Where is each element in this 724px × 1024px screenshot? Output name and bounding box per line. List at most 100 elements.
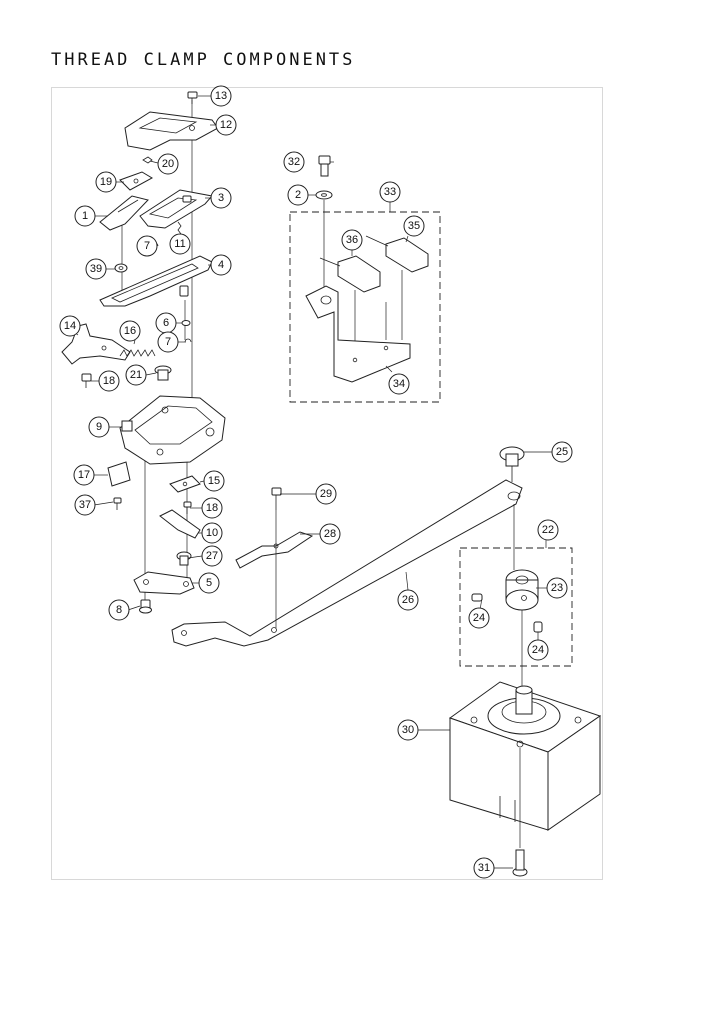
callout-24-left-label: 24	[473, 612, 485, 624]
part-1-thread-clamp	[99, 195, 149, 231]
callout-33: 33	[379, 181, 401, 203]
callout-26: 26	[397, 589, 419, 611]
part-28-bracket	[235, 531, 314, 569]
callout-12: 12	[215, 114, 237, 136]
callout-8-label: 8	[116, 604, 122, 616]
callout-37-label: 37	[79, 499, 91, 511]
callout-14-label: 14	[64, 320, 76, 332]
part-32-screw	[318, 155, 331, 177]
callout-4-label: 4	[218, 259, 224, 271]
callout-6-label: 6	[163, 317, 169, 329]
callout-39-label: 39	[90, 263, 102, 275]
part-24-set-screw-bottom	[533, 621, 543, 633]
callout-7-upper-label: 7	[144, 240, 150, 252]
part-27-screw	[176, 551, 192, 566]
callout-35: 35	[403, 215, 425, 237]
callout-18-upper-label: 18	[103, 375, 115, 387]
callout-28: 28	[319, 523, 341, 545]
callout-3: 3	[210, 187, 232, 209]
part-6-washer	[181, 320, 191, 326]
part-20-clip	[142, 156, 153, 164]
callout-36: 36	[341, 229, 363, 251]
callout-31-label: 31	[478, 862, 490, 874]
callout-26-label: 26	[402, 594, 414, 606]
callout-23: 23	[546, 577, 568, 599]
callout-33-label: 33	[384, 186, 396, 198]
part-16-spring	[119, 349, 156, 357]
callout-24-bottom-label: 24	[532, 644, 544, 656]
callout-9-label: 9	[96, 421, 102, 433]
callout-20: 20	[157, 153, 179, 175]
callout-18-lower: 18	[201, 497, 223, 519]
callout-16-label: 16	[124, 325, 136, 337]
callout-32: 32	[283, 151, 305, 173]
diagram-frame	[51, 87, 603, 880]
callout-34: 34	[388, 373, 410, 395]
part-12-cover-plate	[124, 111, 219, 151]
callout-37: 37	[74, 494, 96, 516]
part-7-e-ring-lower	[184, 338, 192, 343]
part-22-coupling-group	[459, 540, 573, 667]
callout-32-label: 32	[288, 156, 300, 168]
callout-14: 14	[59, 315, 81, 337]
callout-17: 17	[73, 464, 95, 486]
callout-35-label: 35	[408, 220, 420, 232]
callout-36-label: 36	[346, 234, 358, 246]
callout-19: 19	[95, 171, 117, 193]
callout-24-left: 24	[468, 607, 490, 629]
part-37-screw	[113, 497, 122, 510]
part-31-screw	[512, 849, 528, 877]
part-17-block	[107, 461, 131, 487]
part-15-plate	[169, 475, 201, 493]
part-26-connecting-rod	[171, 479, 523, 647]
callout-15: 15	[203, 470, 225, 492]
callout-1: 1	[74, 205, 96, 227]
callout-3-label: 3	[218, 192, 224, 204]
callout-7-lower-label: 7	[165, 336, 171, 348]
part-24-set-screw-left	[471, 593, 483, 602]
callout-10-label: 10	[206, 527, 218, 539]
callout-16: 16	[119, 320, 141, 342]
callout-13: 13	[210, 85, 232, 107]
callout-2-label: 2	[295, 189, 301, 201]
callout-5: 5	[198, 572, 220, 594]
callout-25-label: 25	[556, 446, 568, 458]
part-3-clamp-plate	[139, 189, 213, 229]
callout-25: 25	[551, 441, 573, 463]
callout-28-label: 28	[324, 528, 336, 540]
callout-27: 27	[201, 545, 223, 567]
part-9-base-body	[119, 395, 226, 465]
callout-15-label: 15	[208, 475, 220, 487]
part-10-link	[159, 509, 201, 539]
callout-10: 10	[201, 522, 223, 544]
part-25-screw	[499, 446, 525, 482]
part-8-screw	[139, 599, 152, 614]
part-23-coupling	[505, 569, 539, 611]
callout-18-upper: 18	[98, 370, 120, 392]
callout-24-bottom: 24	[527, 639, 549, 661]
callout-27-label: 27	[206, 550, 218, 562]
callout-11: 11	[169, 233, 191, 255]
page-title: THREAD CLAMP COMPONENTS	[51, 50, 356, 70]
part-35-sensor	[365, 235, 429, 340]
part-4-slide-plate	[99, 255, 213, 307]
callout-6: 6	[155, 312, 177, 334]
callout-8: 8	[108, 599, 130, 621]
callout-20-label: 20	[162, 158, 174, 170]
part-29-screw	[271, 487, 282, 510]
callout-19-label: 19	[100, 176, 112, 188]
callout-18-lower-label: 18	[206, 502, 218, 514]
callout-7-lower: 7	[157, 331, 179, 353]
callout-31: 31	[473, 857, 495, 879]
part-18-screw-upper	[81, 373, 92, 388]
callout-4: 4	[210, 254, 232, 276]
callout-1-label: 1	[82, 210, 88, 222]
callout-21-label: 21	[130, 369, 142, 381]
callout-9: 9	[88, 416, 110, 438]
callout-30-label: 30	[402, 724, 414, 736]
callout-11-label: 11	[174, 238, 185, 250]
callout-21: 21	[125, 364, 147, 386]
callout-23-label: 23	[551, 582, 563, 594]
callout-7-upper: 7	[136, 235, 158, 257]
part-13-screw	[187, 91, 198, 104]
